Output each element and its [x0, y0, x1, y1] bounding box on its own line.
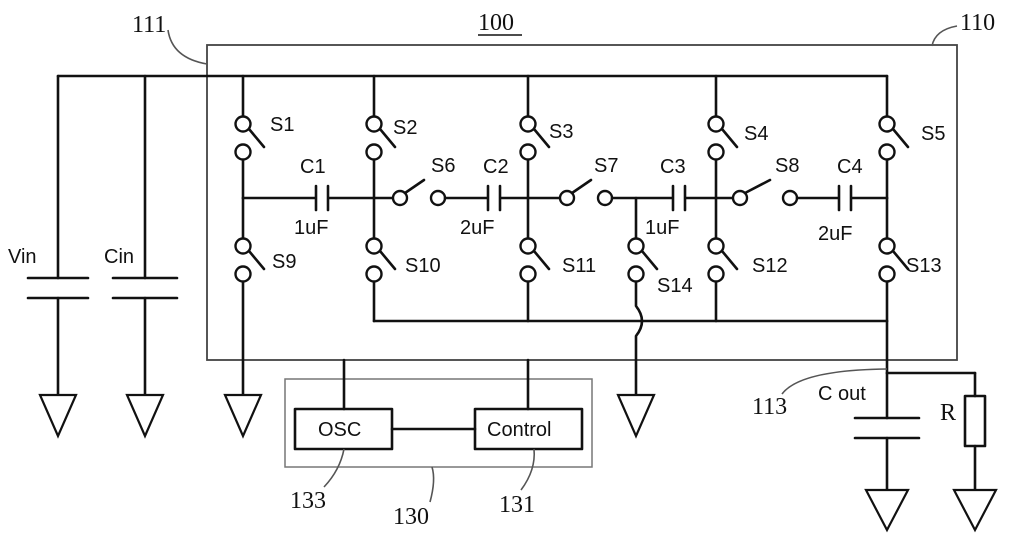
cin-capacitor: Cin [104, 246, 179, 300]
c3-label: C3 [660, 156, 686, 178]
c4-value: 2uF [818, 223, 852, 245]
label-100: 100 [478, 10, 514, 36]
osc-label: OSC [318, 419, 361, 441]
svg-text:S9: S9 [272, 251, 296, 273]
switch-s11: S11 [519, 196, 596, 323]
svg-text:S8: S8 [775, 155, 799, 177]
leader-113 [781, 368, 888, 395]
switch-s7: S7 [526, 155, 674, 207]
svg-text:S13: S13 [906, 255, 942, 277]
svg-text:S2: S2 [393, 117, 417, 139]
leader-111 [167, 29, 208, 65]
label-130: 130 [393, 504, 429, 530]
switch-s9: S9 [234, 196, 296, 397]
ground-icon-cin [125, 393, 165, 439]
ground-icon-cout [864, 488, 910, 533]
cout-label: C out [818, 383, 866, 405]
switch-s2: S2 [365, 74, 417, 200]
ground-icon-s14 [616, 393, 656, 439]
output-bus [372, 319, 977, 492]
cin-label: Cin [104, 246, 134, 268]
svg-text:S14: S14 [657, 275, 693, 297]
svg-text:S7: S7 [594, 155, 618, 177]
c2-label: C2 [483, 156, 509, 178]
ground-icon-vin [38, 393, 78, 439]
leader-133 [323, 448, 345, 488]
leader-130 [429, 466, 435, 503]
c4-capacitor: C4 2uF [818, 156, 889, 245]
c2-value: 2uF [460, 217, 494, 239]
ground-icon-s9 [223, 393, 263, 439]
control-label: Control [487, 419, 551, 441]
load-resistor: R [940, 394, 987, 448]
label-113: 113 [752, 394, 787, 420]
svg-text:S3: S3 [549, 121, 573, 143]
svg-text:S10: S10 [405, 255, 441, 277]
ground-icon-r [952, 488, 998, 533]
svg-text:S1: S1 [270, 114, 294, 136]
svg-text:S11: S11 [562, 255, 596, 277]
c4-label: C4 [837, 156, 863, 178]
switch-s4: S4 [707, 74, 768, 200]
control-block-130 [284, 378, 593, 468]
label-133: 133 [290, 488, 326, 514]
leader-131 [520, 448, 536, 491]
switch-s5: S5 [878, 74, 945, 200]
converter-block-110 [206, 44, 958, 361]
input-wiring [56, 74, 889, 397]
switch-s12: S12 [707, 196, 788, 323]
switch-s8: S8 [714, 155, 840, 207]
label-111: 111 [132, 12, 166, 38]
c3-capacitor: C3 1uF [645, 156, 718, 239]
svg-text:S6: S6 [431, 155, 455, 177]
switch-s14: S14 [627, 196, 693, 397]
c1-label: C1 [300, 156, 326, 178]
switch-s13: S13 [878, 196, 942, 323]
vin-label: Vin [8, 246, 37, 268]
vin-source: Vin [8, 246, 90, 300]
switch-s1: S1 [234, 74, 294, 200]
switch-s6: S6 [372, 155, 489, 207]
svg-text:S12: S12 [752, 255, 788, 277]
r-label: R [940, 400, 956, 426]
c3-value: 1uF [645, 217, 679, 239]
c1-capacitor: C1 1uF [241, 156, 376, 239]
leader-110 [931, 25, 958, 47]
switch-s3: S3 [519, 74, 573, 200]
c1-value: 1uF [294, 217, 328, 239]
switch-s10: S10 [365, 196, 441, 323]
svg-text:S4: S4 [744, 123, 768, 145]
label-110: 110 [960, 10, 995, 36]
cout-capacitor: C out [818, 383, 921, 440]
label-131: 131 [499, 492, 535, 518]
svg-text:S5: S5 [921, 123, 945, 145]
c2-capacitor: C2 2uF [460, 156, 530, 239]
